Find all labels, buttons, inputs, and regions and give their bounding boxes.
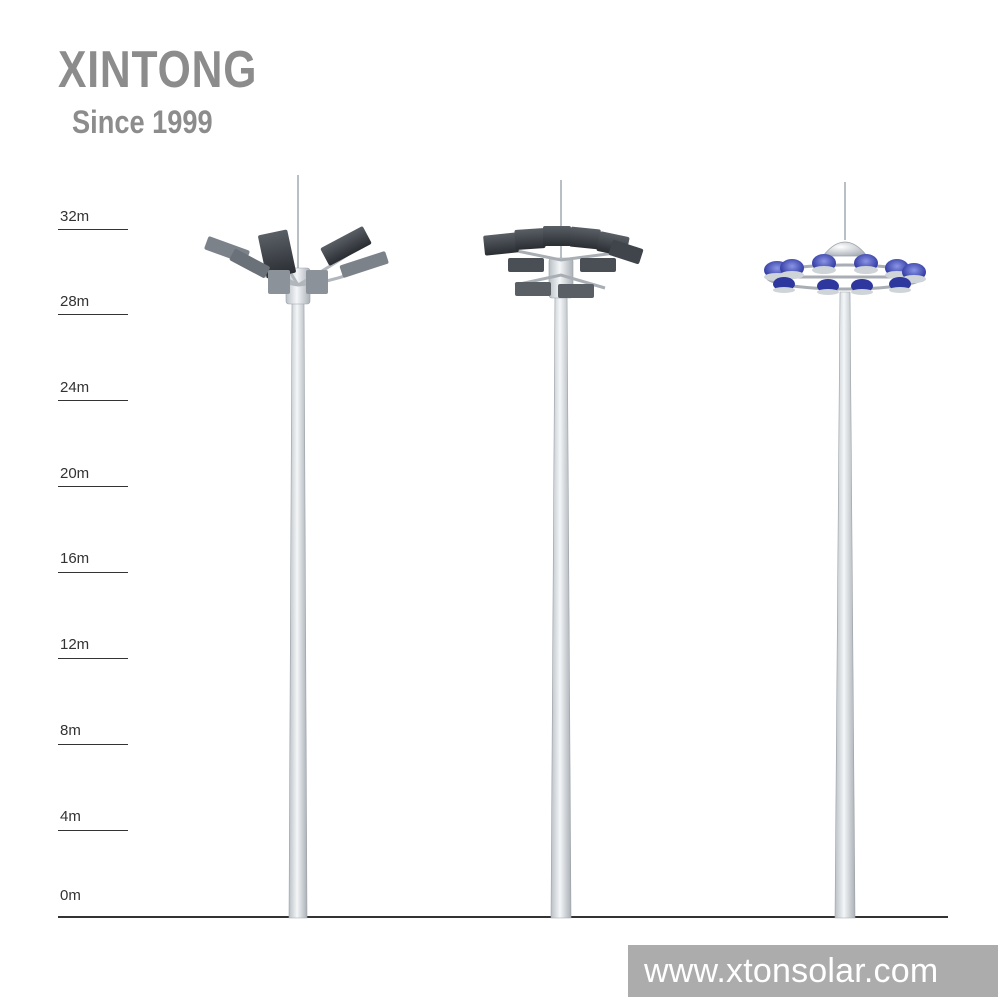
blue-lamp [812, 254, 836, 274]
scale-label-24m: 24m [60, 379, 90, 396]
blue-lamp [780, 259, 804, 279]
scale-label-16m: 16m [60, 550, 90, 567]
pole-shaft [550, 289, 572, 919]
floodlight-panels [483, 226, 644, 298]
blue-lamp [854, 254, 878, 274]
scale-tick [58, 658, 128, 660]
scale-label-4m: 4m [60, 808, 81, 825]
dome-cap [822, 241, 868, 257]
pole-3 [764, 182, 926, 919]
blue-lamp [773, 277, 795, 293]
website-url: www.xtonsolar.com [644, 952, 939, 990]
scale-label-8m: 8m [60, 722, 81, 739]
scale-label-28m: 28m [60, 293, 90, 310]
pole-shaft [834, 291, 856, 919]
blue-lamp [851, 279, 873, 295]
pole-1 [204, 175, 389, 919]
scale-label-20m: 20m [60, 465, 90, 482]
scale-tick [58, 229, 128, 231]
blue-lamp [889, 277, 911, 293]
floodlight-panels [204, 226, 389, 294]
ground-line [58, 916, 948, 918]
brand-logo-text: XINTONG [58, 41, 258, 99]
scale-tick [58, 744, 128, 746]
scale-tick [58, 572, 128, 574]
blue-lamp [817, 279, 839, 295]
blue-lamps [764, 254, 926, 295]
scale-label-12m: 12m [60, 636, 90, 653]
scale-label-0m: 0m [60, 887, 81, 904]
scale-label-32m: 32m [60, 208, 90, 225]
pole-shaft [288, 299, 308, 919]
scale-tick [58, 486, 128, 488]
brand-tagline: Since 1999 [72, 104, 213, 140]
scale-tick [58, 830, 128, 832]
scale-tick [58, 400, 128, 402]
scale-tick [58, 314, 128, 316]
website-watermark: www.xtonsolar.com [628, 945, 998, 997]
pole-2 [483, 180, 644, 919]
